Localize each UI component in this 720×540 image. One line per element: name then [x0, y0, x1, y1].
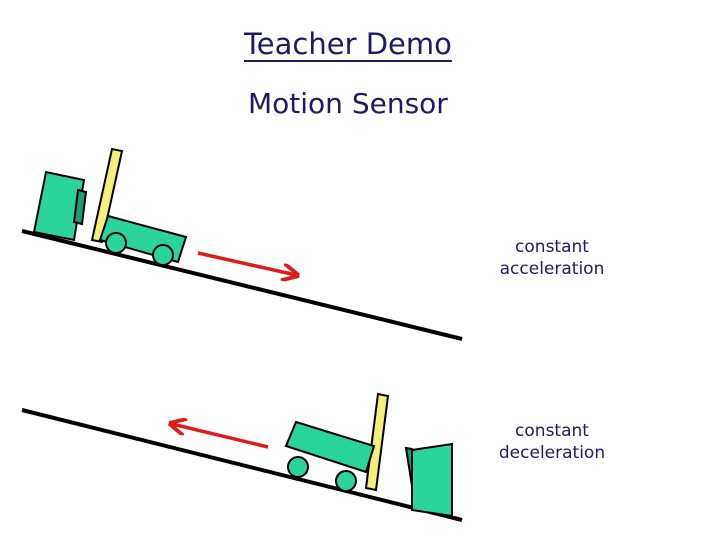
top-cart-wheel-left	[106, 233, 126, 253]
bottom-cart-wheel-left	[288, 457, 308, 477]
top-cart-wheel-right	[153, 245, 173, 265]
bottom-motion-arrow	[172, 424, 268, 447]
bottom-cart-flag	[366, 394, 388, 490]
top-motion-arrow	[198, 253, 296, 275]
bottom-motion-sensor	[406, 444, 452, 516]
top-cart	[92, 149, 186, 265]
top-motion-sensor	[34, 172, 86, 240]
bottom-cart	[286, 394, 388, 491]
bottom-sensor-body	[412, 444, 452, 516]
bottom-cart-wheel-right	[336, 471, 356, 491]
bottom-ramp	[22, 410, 462, 520]
top-ramp	[22, 231, 462, 339]
